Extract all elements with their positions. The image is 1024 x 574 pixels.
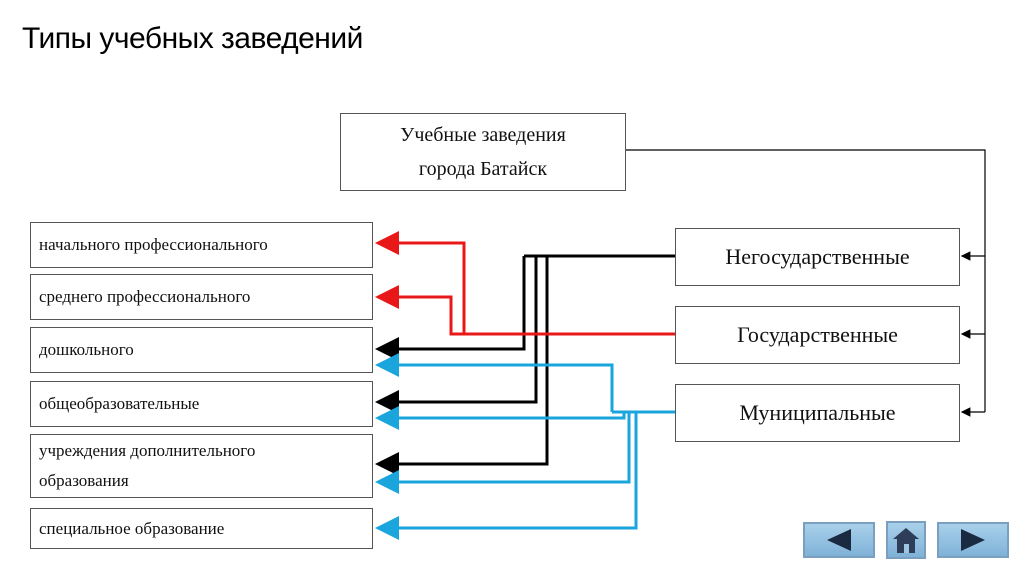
home-button[interactable]: [886, 521, 926, 559]
type-primary-vocational-box: начального профессионального: [30, 222, 373, 268]
back-button[interactable]: [803, 522, 875, 558]
state-to-secondary-line: [375, 285, 464, 336]
municipal-to-general-line: [375, 406, 626, 430]
municipal-to-special-line: [375, 412, 638, 540]
state-to-primary-line: [375, 231, 676, 336]
type-additional-line1: учреждения дополнительного: [39, 441, 256, 460]
root-title-line1: Учебные заведения: [400, 124, 566, 146]
root-connector-line: [626, 149, 986, 412]
type-secondary-vocational-box: среднего профессионального: [30, 274, 373, 320]
private-to-general-line: [375, 256, 538, 414]
forward-button[interactable]: [937, 522, 1009, 558]
private-to-preschool-line: [375, 256, 526, 361]
municipal-to-additional-line: [375, 412, 631, 494]
back-arrow-icon: [827, 529, 851, 551]
type-additional-box: учреждения дополнительного образования: [30, 434, 373, 498]
private-to-additional-line: [375, 256, 549, 476]
type-special-box: специальное образование: [30, 508, 373, 549]
category-private-box: Негосударственные: [675, 228, 960, 286]
type-general-box: общеобразовательные: [30, 381, 373, 427]
home-icon: [893, 528, 919, 553]
forward-arrow-icon: [961, 529, 985, 551]
category-state-box: Государственные: [675, 306, 960, 364]
root-title-line2: города Батайск: [418, 158, 548, 180]
root-box: Учебные заведения города Батайск: [340, 113, 626, 191]
municipal-to-preschool-line: [375, 353, 614, 412]
page-title: Типы учебных заведений: [22, 22, 363, 55]
type-additional-line2: образования: [39, 471, 129, 490]
type-preschool-box: дошкольного: [30, 327, 373, 373]
category-municipal-box: Муниципальные: [675, 384, 960, 442]
